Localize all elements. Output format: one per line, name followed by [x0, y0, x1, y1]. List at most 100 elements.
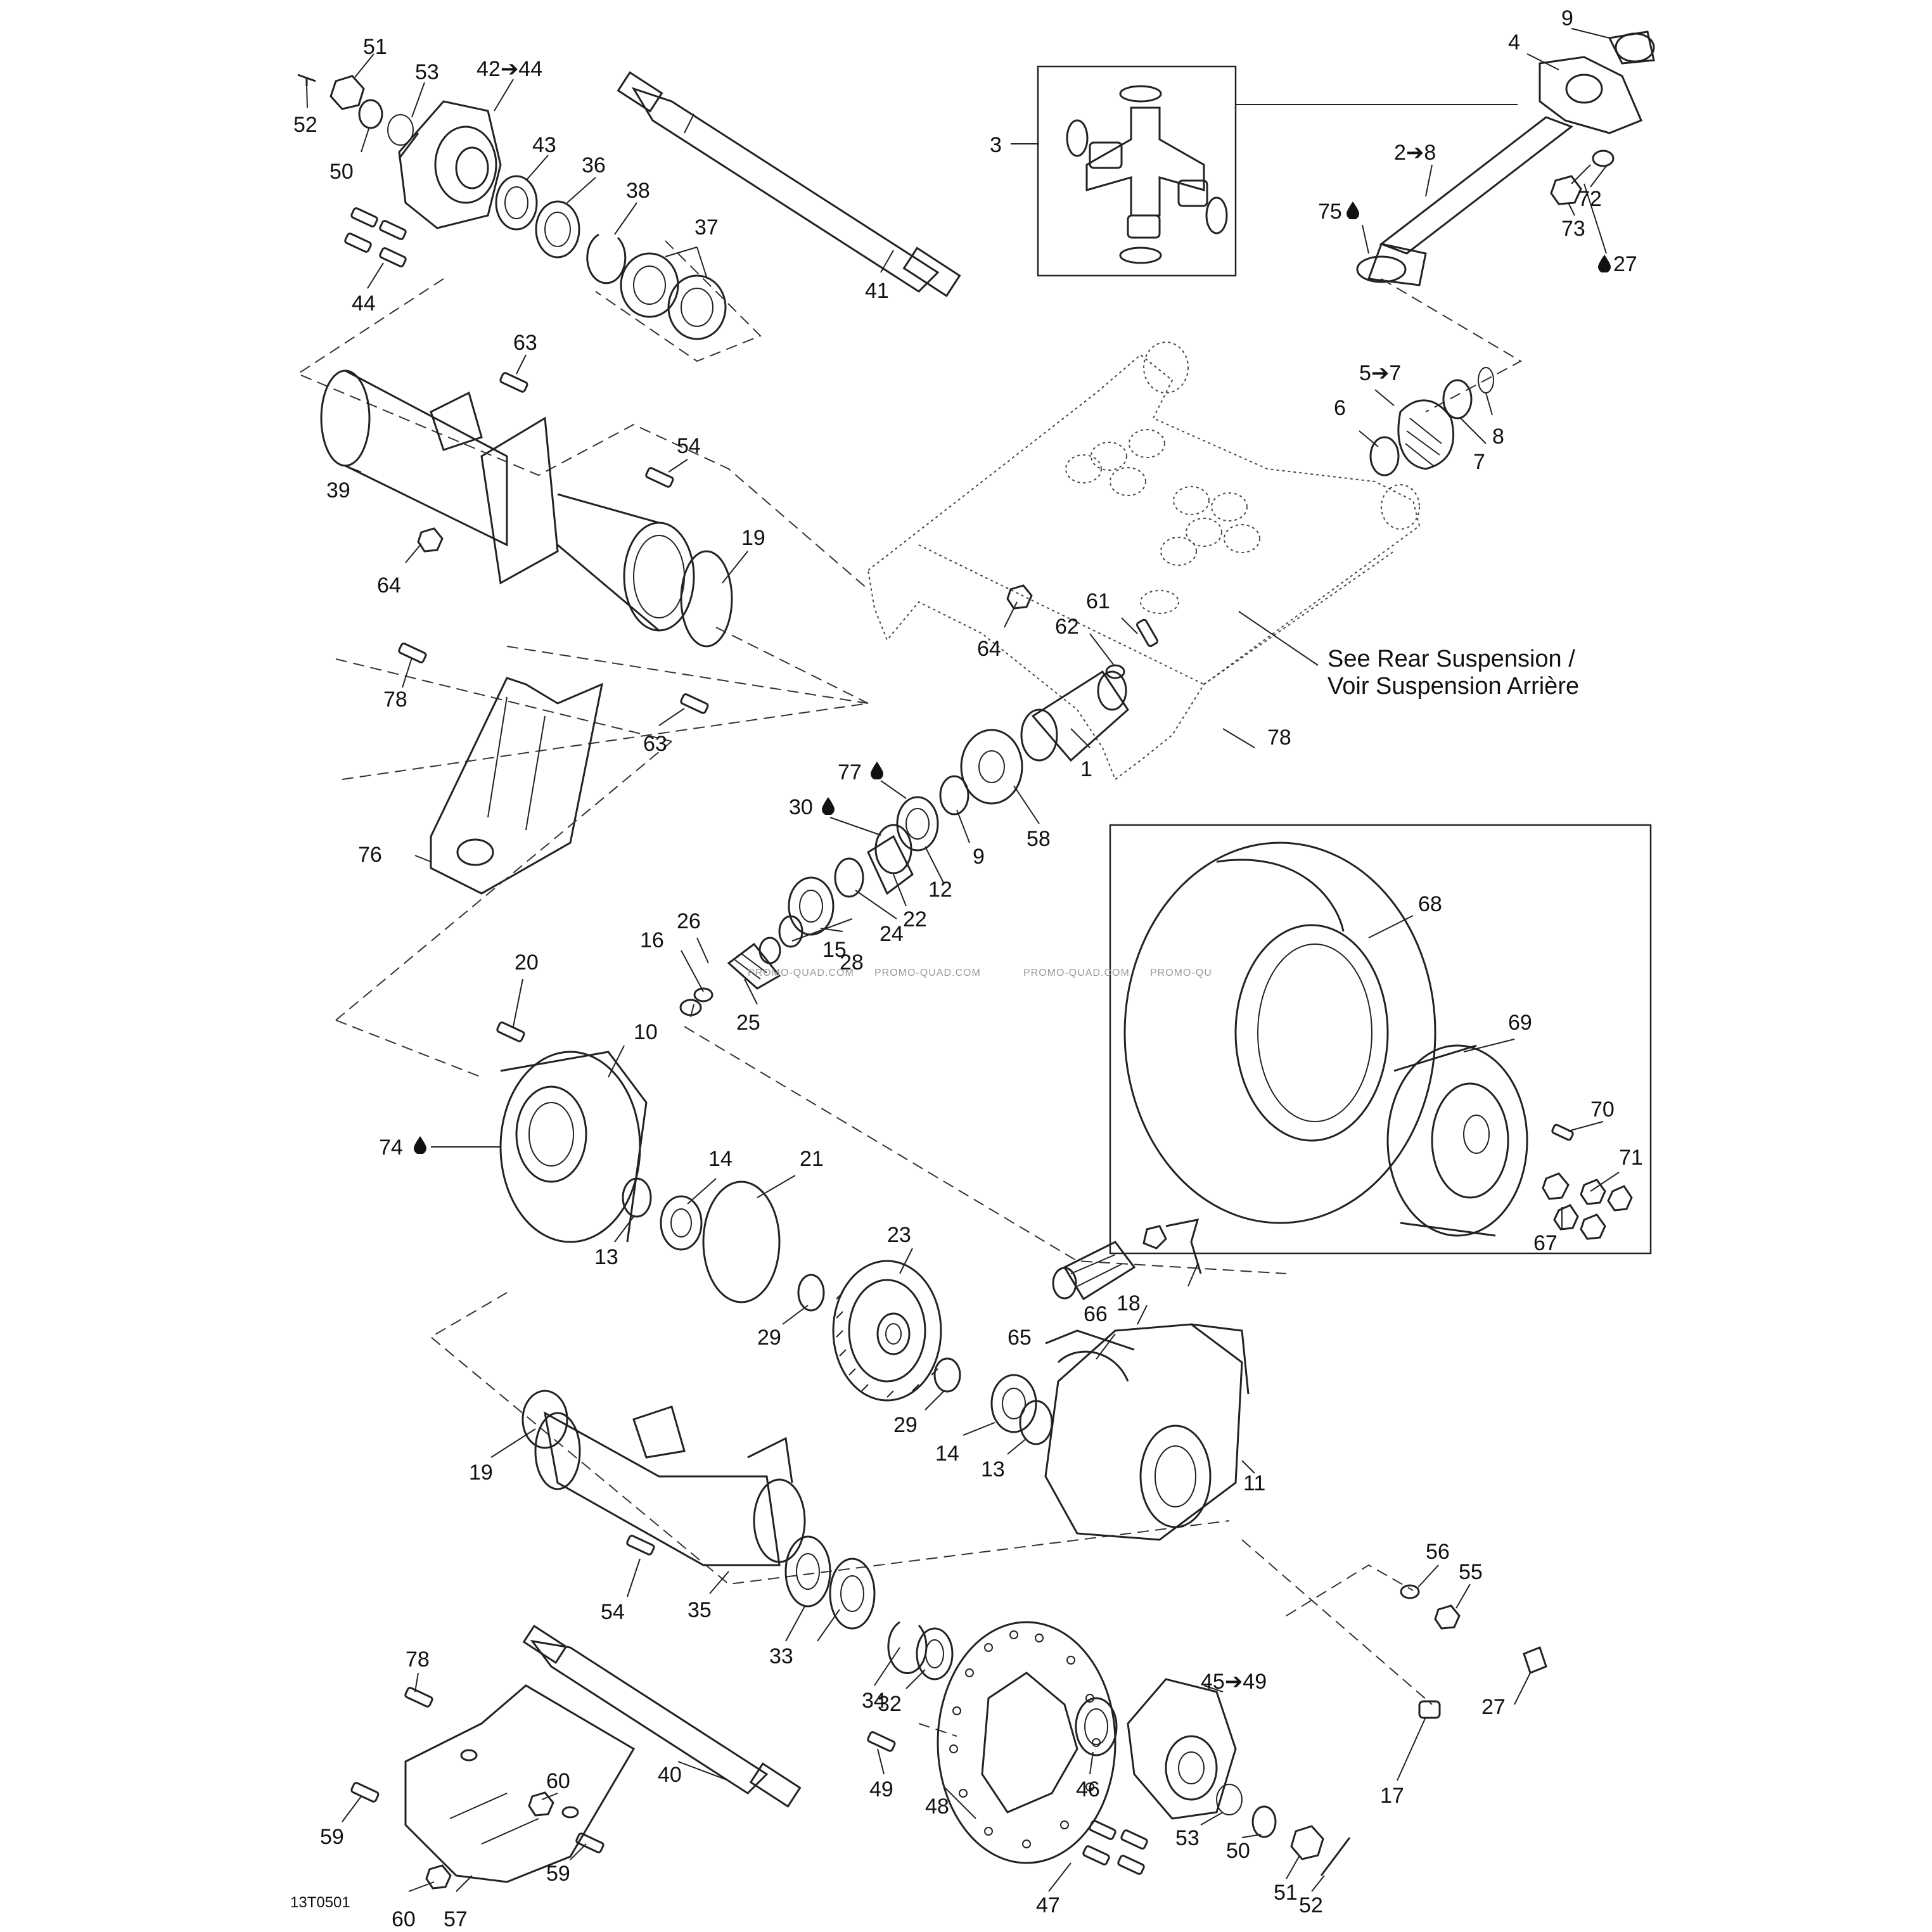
callout-label: 51	[363, 35, 387, 59]
callout-label: 76	[358, 843, 382, 867]
rim	[1386, 1044, 1528, 1237]
callout-label: 8	[1492, 425, 1504, 449]
callout-label: 42➔44	[477, 57, 542, 81]
callout-label: 78	[406, 1647, 430, 1672]
lower-drive-axle	[522, 1625, 802, 1808]
wheel-studs	[344, 207, 407, 267]
housing-cover	[335, 741, 1287, 1312]
callout-label: 41	[865, 279, 889, 303]
callout-label: 9	[1561, 6, 1573, 30]
callout-label: 58	[1027, 827, 1051, 851]
callout-label: 32	[878, 1692, 902, 1716]
wheel-tire-box	[1109, 824, 1652, 1255]
nut	[417, 527, 444, 553]
axle-tube-lower	[521, 1390, 954, 1680]
callout-label: 37	[694, 215, 719, 240]
callout-label: 43	[532, 133, 556, 157]
ring-gear	[832, 1260, 1053, 1445]
seal	[495, 175, 538, 231]
callout-label: 17	[1380, 1784, 1404, 1808]
callout-label: 62	[1055, 615, 1079, 639]
callout-label: 64	[977, 637, 1001, 661]
brake-disc	[867, 1621, 1116, 1864]
propeller-shaft	[1356, 30, 1655, 286]
callout-label: 4	[1508, 30, 1520, 54]
callout-label: 46	[1076, 1777, 1100, 1801]
callout-label: 44	[352, 291, 376, 316]
callout-label: 16	[640, 928, 664, 952]
callout-label: 39	[326, 478, 350, 502]
seal	[535, 200, 580, 259]
callout-label: 64	[377, 573, 401, 598]
skid-plate	[350, 1684, 636, 1890]
callout-label: 60	[392, 1907, 416, 1931]
oil-drop-icon	[414, 1136, 426, 1154]
main-housing	[430, 1219, 1250, 1585]
callout-label: 52	[1299, 1893, 1323, 1917]
callout-label: 59	[320, 1825, 344, 1849]
callout-label: 47	[1036, 1893, 1060, 1917]
u-joint-kit-box	[1037, 65, 1518, 277]
callout-label: 48	[925, 1794, 949, 1819]
drain-plug-group	[1241, 1539, 1547, 1719]
callout-label: 13	[981, 1457, 1005, 1481]
axle-tube-upper	[296, 278, 869, 704]
castle-nut	[329, 75, 365, 110]
callout-label: 63	[643, 732, 667, 756]
pinion-stack	[679, 618, 1158, 1016]
bearing-pair	[620, 252, 727, 340]
callout-label: 9	[973, 845, 985, 869]
callout-label: 10	[634, 1020, 658, 1044]
cotter-pin	[297, 74, 316, 86]
wheel-hub	[398, 100, 502, 229]
leader-lines	[306, 28, 1620, 1892]
callout-label: 22	[903, 907, 927, 931]
callout-label: 5➔7	[1359, 361, 1401, 385]
callout-label: 29	[893, 1413, 918, 1437]
callout-label: 66	[1084, 1302, 1108, 1326]
circlip	[586, 233, 627, 285]
callout-label: 2➔8	[1394, 141, 1436, 165]
callout-label: 54	[677, 434, 701, 458]
o-ring	[387, 114, 414, 146]
callout-label: 15	[822, 938, 847, 962]
oil-drop-icon	[1347, 202, 1359, 219]
callout-label: 21	[800, 1147, 824, 1171]
callout-label: 71	[1619, 1146, 1643, 1170]
callout-label: 27	[1481, 1695, 1506, 1719]
callout-label: 13	[594, 1245, 618, 1269]
callout-label: 14	[708, 1147, 732, 1171]
watermark: PROMO-QUAD.COM PROMO-QUAD.COM PROMO-QUAD…	[748, 968, 1212, 978]
callout-label: 34	[862, 1689, 886, 1713]
washer	[358, 99, 383, 129]
callout-label: 35	[688, 1598, 712, 1622]
callout-label: 73	[1561, 217, 1585, 241]
bolt	[499, 372, 674, 488]
callout-label: 30	[789, 795, 813, 819]
callout-label: 74	[379, 1136, 403, 1160]
tire	[1123, 841, 1436, 1224]
callout-label: 54	[601, 1600, 625, 1624]
callout-label: 52	[293, 113, 317, 137]
callout-label: 65	[1008, 1326, 1032, 1350]
callout-label: 6	[1334, 396, 1346, 420]
callout-label: 28	[840, 950, 864, 975]
callout-label: 75	[1318, 200, 1342, 224]
callout-label: 19	[741, 526, 765, 550]
callout-label: 14	[935, 1442, 959, 1466]
rear-suspension-note-line1: See Rear Suspension /	[1327, 646, 1575, 672]
watermark-text: PROMO-QU	[1150, 968, 1212, 978]
oil-drop-icon	[822, 797, 835, 815]
lower-wheel-hub	[1075, 1678, 1351, 1876]
watermark-text: PROMO-QUAD.COM	[748, 968, 854, 978]
callout-label: 49	[869, 1777, 893, 1801]
callout-label: 53	[415, 60, 439, 84]
callout-label: 24	[880, 922, 904, 946]
swing-arm-reference	[867, 342, 1421, 781]
nut	[1006, 584, 1033, 610]
callout-label: 67	[1533, 1231, 1558, 1255]
watermark-text: PROMO-QUAD.COM	[874, 968, 981, 978]
callout-label: 38	[626, 179, 650, 203]
callout-label: 27	[1613, 252, 1637, 276]
callout-label: 70	[1590, 1097, 1615, 1122]
